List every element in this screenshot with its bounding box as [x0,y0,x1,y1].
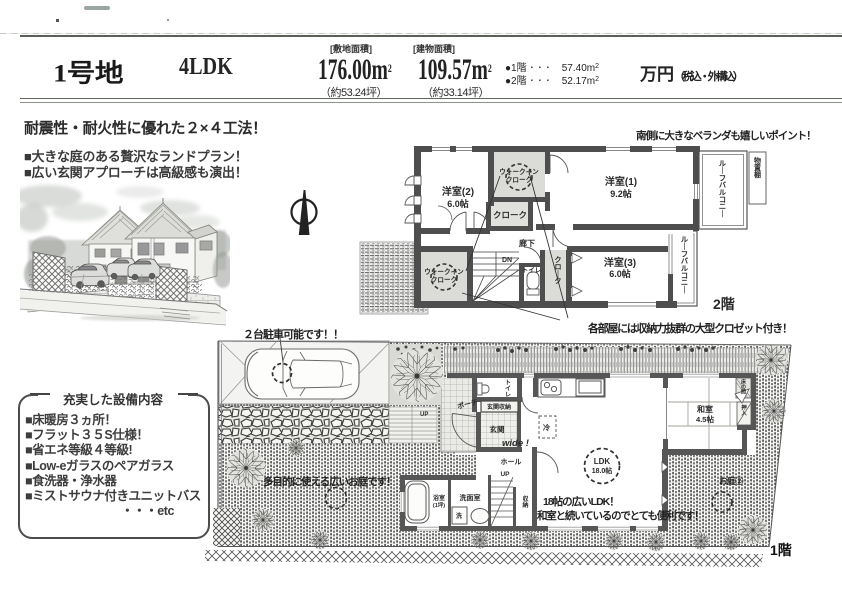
svg-text:お庭②: お庭② [719,476,744,486]
svg-text:ウォークイン: ウォークイン [424,267,464,276]
svg-text:和室: 和室 [697,404,713,414]
svg-text:wide !: wide ! [502,438,529,449]
svg-text:LDK: LDK [594,457,611,466]
svg-text:和室と続いているのでとても便利です！: 和室と続いているのでとても便利です！ [536,509,703,522]
svg-text:多目的に使える広いお庭です！: 多目的に使える広いお庭です！ [263,475,396,488]
svg-text:洋室(1): 洋室(1) [605,175,637,188]
svg-text:クロ｜ク: クロ｜ク [555,255,562,285]
svg-text:6.0帖: 6.0帖 [447,198,469,209]
svg-text:収納: 収納 [522,495,529,509]
svg-text:クローク: クローク [431,275,457,284]
svg-text:物置棚: 物置棚 [754,156,761,179]
svg-text:浴室: 浴室 [433,494,445,502]
svg-text:2階: 2階 [713,296,735,312]
svg-text:4.5帖: 4.5帖 [696,414,714,424]
svg-text:床の間: 床の間 [741,379,747,396]
svg-text:クローク: クローク [506,175,532,184]
svg-text:(1坪): (1坪) [433,501,445,509]
svg-text:18帖の広いLDK！: 18帖の広いLDK！ [543,495,619,508]
svg-text:洋室(2): 洋室(2) [442,185,474,198]
svg-text:UP: UP [500,471,510,478]
svg-text:ホール: ホール [501,458,522,466]
svg-text:クローク: クローク [493,210,527,220]
svg-text:玄関収納: 玄関収納 [487,403,511,411]
svg-text:洗: 洗 [456,512,462,520]
svg-text:洋室(3): 洋室(3) [604,256,636,269]
svg-text:冷: 冷 [543,423,550,432]
svg-text:6.0帖: 6.0帖 [609,268,631,279]
svg-text:玄関: 玄関 [490,424,505,434]
svg-text:18.0帖: 18.0帖 [592,466,613,475]
svg-text:洗面室: 洗面室 [460,493,481,502]
svg-text:トイレ: トイレ [522,266,542,274]
svg-text:ル｜フバルコニ｜: ル｜フバルコニ｜ [681,235,689,294]
svg-text:DN: DN [502,257,512,264]
svg-text:トイレ: トイレ [505,380,511,399]
svg-text:押入: 押入 [740,404,747,418]
svg-text:ル｜フバルコニ｜: ル｜フバルコニ｜ [719,159,727,218]
svg-text:UP: UP [420,412,428,418]
svg-text:廊下: 廊下 [519,238,535,248]
svg-text:9.2帖: 9.2帖 [610,188,632,199]
svg-text:ウォークイン: ウォークイン [499,167,539,176]
